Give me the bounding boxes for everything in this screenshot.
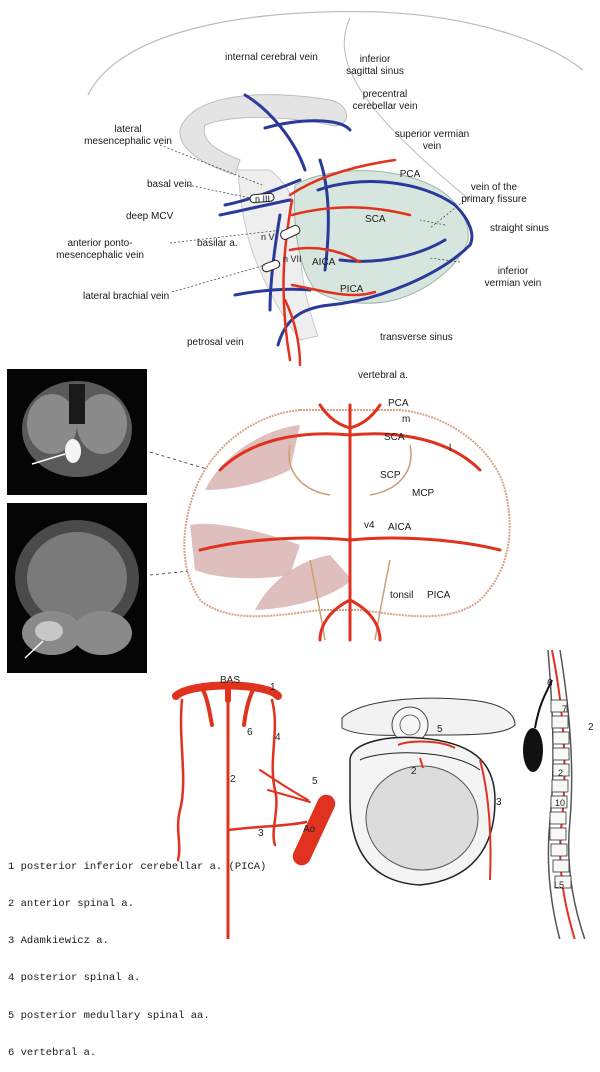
- transverse-sinus-vein: [276, 243, 472, 347]
- label-anterior-ponto-1: anterior ponto-: [67, 238, 132, 249]
- column-label-t10: 10: [555, 798, 565, 808]
- label-precentral-2: cerebellar vein: [352, 101, 417, 112]
- vertebral-artery: [283, 298, 302, 367]
- legend-item: 3 Adamkiewicz a.: [8, 935, 109, 948]
- label-lateral-brachial: lateral brachial vein: [83, 291, 169, 302]
- aica-territory: [190, 523, 300, 579]
- inferior-vermian-vein: [338, 238, 447, 263]
- cerebellum-territory-map: PCA m SCA l SCP MCP v4 AICA tonsil PICA: [149, 398, 511, 642]
- spinal-label-4: 4: [275, 732, 281, 743]
- map-label-v4: v4: [364, 520, 375, 531]
- pica-territory: [255, 555, 352, 610]
- sca-territory: [205, 425, 300, 490]
- cerebellum: [293, 170, 469, 304]
- inferior-sagittal-sinus-vein: [263, 119, 352, 132]
- label-straight-sinus: straight sinus: [490, 223, 549, 234]
- vertebral-arch: [172, 681, 282, 700]
- label-internal-cerebral-vein: internal cerebral vein: [225, 52, 318, 63]
- nerve-v-marker: [280, 224, 301, 240]
- label-basilar: basilar a.: [197, 238, 238, 249]
- mri-image-coronal: [7, 503, 147, 673]
- top-vascular-diagram: internal cerebral vein inferior sagittal…: [56, 10, 584, 380]
- label-petrosal: petrosal vein: [187, 337, 244, 348]
- label-transverse-sinus: transverse sinus: [380, 332, 453, 343]
- label-vertebral: vertebral a.: [358, 370, 408, 380]
- spinal-column-sagittal: [523, 649, 586, 939]
- straight-sinus-vein: [316, 180, 474, 247]
- label-pca: PCA: [400, 169, 421, 180]
- label-inferior-sagittal-1: inferior: [360, 54, 391, 65]
- label-lateral-mes-1: lateral: [114, 124, 141, 135]
- lateral-brachial-vein: [233, 287, 312, 297]
- spinal-label-5: 5: [312, 776, 318, 787]
- label-superior-vermian-1: superior vermian: [395, 129, 469, 140]
- basilar-artery: [282, 198, 294, 362]
- column-label-2: 2: [588, 722, 594, 733]
- label-deep-mcv: deep MCV: [126, 211, 174, 222]
- column-label-l5: L5: [554, 880, 564, 890]
- label-inferior-vermian-2: vermian vein: [485, 278, 542, 289]
- label-aica: AICA: [312, 257, 336, 268]
- label-sca: SCA: [365, 214, 386, 225]
- map-label-aica: AICA: [388, 522, 412, 533]
- label-n-v: n V: [261, 232, 275, 242]
- legend-item: 1 posterior inferior cerebellar a. (PICA…: [8, 860, 267, 873]
- map-label-mcp: MCP: [412, 488, 435, 499]
- label-inferior-sagittal-2: sagittal sinus: [346, 66, 404, 77]
- nerve-iii-marker: [249, 192, 275, 204]
- legend-item: 4 posterior spinal a.: [8, 972, 141, 985]
- label-inferior-vermian-1: inferior: [498, 266, 529, 277]
- spinal-label-6: 6: [247, 727, 253, 738]
- section-label-2: 2: [411, 766, 417, 777]
- label-vein-primary-fissure-2: primary fissure: [461, 194, 527, 205]
- map-label-l: l: [449, 443, 451, 454]
- label-superior-vermian-2: vein: [423, 141, 441, 152]
- map-label-tonsil: tonsil: [390, 590, 413, 601]
- column-label-t2: 2: [558, 768, 563, 778]
- pca-artery: [288, 158, 397, 197]
- sca-artery: [290, 206, 412, 217]
- corpus-callosum: [179, 94, 347, 176]
- column-label-6: 6: [547, 678, 553, 689]
- aorta-segment: [292, 794, 336, 866]
- nerve-vii-marker: [261, 259, 281, 273]
- spinal-label-bas: BAS: [220, 675, 240, 686]
- deep-mcv-vein: [218, 198, 292, 217]
- legend-item: 2 anterior spinal a.: [8, 898, 135, 911]
- precentral-vein: [318, 158, 330, 272]
- label-n-vii: n VII: [283, 254, 302, 264]
- spinal-artery-legend: 1 posterior inferior cerebellar a. (PICA…: [8, 836, 266, 1072]
- section-label-3: 3: [496, 797, 502, 808]
- spinal-artery-diagram: BAS 1 6 4 5 2 3 Ao 5 2 3: [172, 649, 594, 939]
- map-label-pica: PICA: [427, 590, 451, 601]
- legend-item: 6 vertebral a.: [8, 1046, 97, 1059]
- spinal-label-2: 2: [230, 774, 236, 785]
- label-precentral-1: precentral: [363, 89, 407, 100]
- map-label-scp: SCP: [380, 470, 401, 481]
- vertebra-cross-section: [341, 697, 516, 886]
- skull-outline: [87, 10, 584, 96]
- map-label-sca: SCA: [384, 432, 405, 443]
- label-anterior-ponto-2: mesencephalic vein: [56, 250, 144, 261]
- label-pica: PICA: [340, 284, 364, 295]
- label-n-iii: n III: [255, 194, 270, 204]
- spinal-label-ao: Ao: [303, 824, 316, 835]
- map-label-pca: PCA: [388, 398, 409, 409]
- spinal-label-1: 1: [270, 682, 276, 693]
- label-vein-primary-fissure-1: vein of the: [471, 182, 518, 193]
- label-lateral-mes-2: mesencephalic vein: [84, 136, 172, 147]
- mri-image-axial: [7, 369, 147, 495]
- legend-item: 5 posterior medullary spinal aa.: [8, 1009, 210, 1022]
- map-label-m: m: [402, 414, 410, 425]
- pica-artery: [290, 283, 377, 297]
- label-basal-vein: basal vein: [147, 179, 192, 190]
- internal-cerebral-vein: [243, 93, 307, 172]
- tentorium-outline: [343, 17, 471, 201]
- column-label-c7: 7: [562, 704, 567, 714]
- section-label-5: 5: [437, 724, 443, 735]
- aica-artery: [288, 246, 362, 264]
- spinal-label-3: 3: [258, 828, 264, 839]
